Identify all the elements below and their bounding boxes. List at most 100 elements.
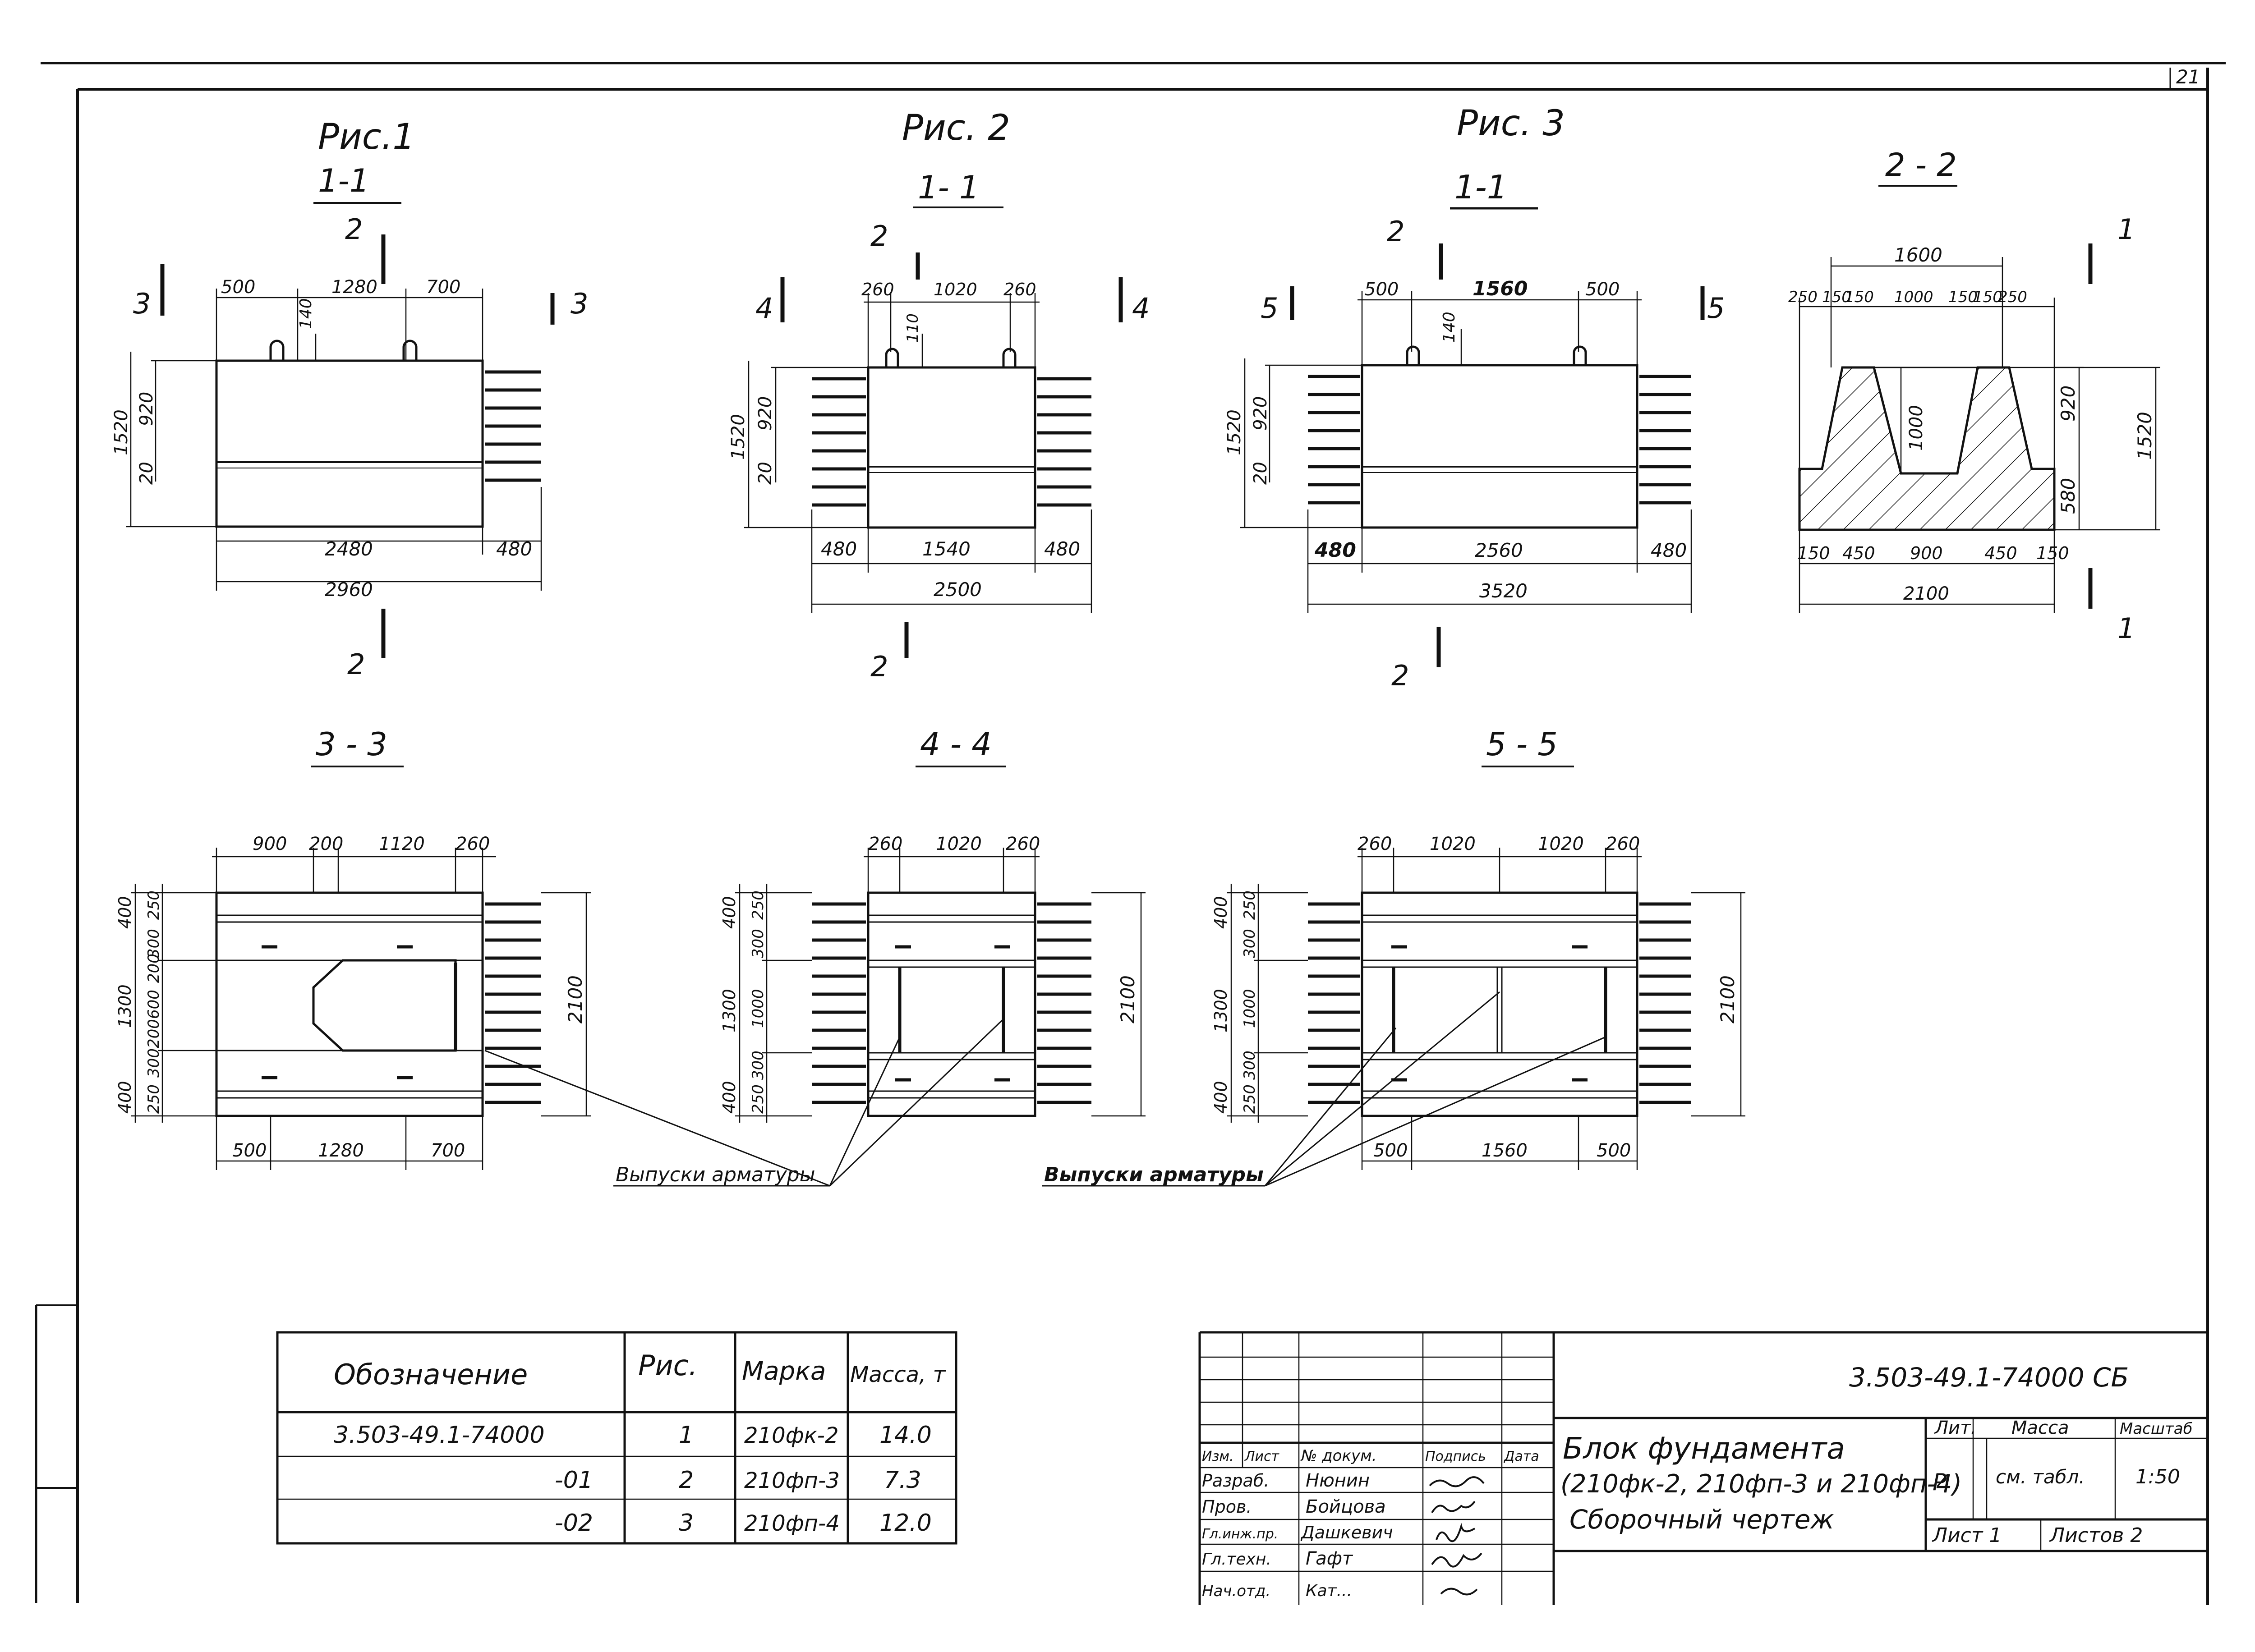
fig2-cut-2-bottom: 2: [870, 650, 888, 683]
spec-row-2-mark: 210фп-4: [744, 1511, 840, 1536]
fig1-cut-3-right: 3: [571, 287, 588, 320]
fig1-dim-top-2: 700: [426, 277, 460, 298]
fig2-dim-height: 1520: [728, 414, 749, 460]
plan44-left-0: 400: [719, 896, 739, 929]
tb-title-3: Сборочный чертеж: [1569, 1504, 1834, 1535]
fig2-cut-2-top: 2: [870, 220, 888, 252]
spec-row-2-fig: 3: [679, 1510, 694, 1537]
tb-scale-header: Масштаб: [2120, 1420, 2193, 1438]
fig2-dim-anchor: 110: [904, 313, 922, 343]
section-2-2: 2 - 2 1600 250 150 150 1000 150 150 250: [1788, 147, 2160, 645]
plan33-left-5: 600: [145, 990, 163, 1019]
tb-title-1: Блок фундамента: [1563, 1431, 1845, 1466]
spec-row-1-fig: 2: [679, 1467, 694, 1494]
plan33-bottom-1: 1280: [318, 1140, 364, 1161]
fig1-dim-top-0: 500: [221, 277, 255, 298]
sec22-dim-top: 1600: [1894, 244, 1942, 266]
plan44-left-7: 400: [719, 1081, 739, 1114]
tb-name-4: Кат...: [1306, 1582, 1352, 1600]
tb-lit-header: Лит.: [1934, 1418, 1976, 1438]
sec22-dim-bottom-4: 150: [2036, 543, 2069, 563]
tb-name-1: Бойцова: [1306, 1496, 1386, 1517]
fig3-dim-anchor: 140: [1440, 312, 1459, 343]
plan33-left-1: 250: [145, 890, 163, 920]
tb-scale-value: 1:50: [2135, 1465, 2180, 1488]
plan33-left-2: 300: [145, 929, 163, 958]
fig1-dim-bottom-0: 2480: [325, 538, 373, 560]
fig3-dim-bottom-1: 2560: [1475, 539, 1523, 561]
plan55-top-1: 1020: [1430, 834, 1476, 854]
fig1-cut-2-top: 2: [345, 213, 363, 246]
plan44-top-1: 1020: [936, 834, 982, 854]
fig3-dim-20: 20: [1250, 462, 1271, 485]
spec-row-0-mass: 14.0: [879, 1422, 932, 1449]
fig1-caption: Рис.1: [318, 117, 415, 157]
sheet-frame: [35, 62, 2226, 1605]
sec22-dim-row-0: 250: [1788, 288, 1818, 306]
fig3-dim-bottom-2: 480: [1651, 539, 1687, 561]
tb-title-2: (210фк-2, 210фп-3 и 210фп-4): [1560, 1469, 1962, 1499]
fig3-dim-920: 920: [1250, 396, 1271, 431]
plan44-top-0: 260: [868, 834, 902, 854]
plan44-left-3: 1300: [719, 989, 739, 1032]
fig3-cut-2-top: 2: [1387, 215, 1404, 248]
fig3-dim-bottom-0: 480: [1314, 539, 1356, 562]
fig3-dim-total: 3520: [1479, 580, 1528, 602]
fig3-dim-top-2: 500: [1585, 279, 1620, 300]
fig2-dim-total: 2500: [934, 578, 982, 601]
plan55-top-2: 1020: [1538, 834, 1584, 854]
tb-doc-code: 3.503-49.1-74000 СБ: [1849, 1362, 2129, 1393]
plan33-left-4: 1300: [115, 984, 135, 1028]
plan-4-4: 4 - 4: [719, 726, 1146, 1123]
plan44-left-6: 250: [749, 1084, 767, 1114]
spec-row-0-designation: 3.503-49.1-74000: [334, 1422, 545, 1449]
spec-table: Обозначение Рис. Марка Масса, т 3.503-49…: [276, 1331, 957, 1545]
fig2-dim-top-0: 260: [861, 280, 894, 299]
plan33-bottom-2: 700: [431, 1140, 465, 1161]
fig2-dim-bottom-2: 480: [1044, 538, 1080, 560]
fig2-section-title: 1- 1: [918, 169, 980, 206]
plan55-left-0: 400: [1211, 896, 1231, 929]
plan55-left-7: 400: [1211, 1081, 1231, 1114]
tb-role-0: Разраб.: [1202, 1471, 1269, 1491]
plan44-left-4: 1000: [749, 989, 767, 1028]
plan33-title: 3 - 3: [316, 726, 387, 763]
sec22-cut-1-bottom: 1: [2117, 612, 2135, 645]
plan55-top-3: 260: [1606, 834, 1640, 854]
plan44-top-2: 260: [1006, 834, 1040, 854]
rebar-callout-2: Выпуски арматуры: [1044, 1163, 1264, 1186]
fig2-cut-4-left: 4: [755, 292, 773, 325]
fig2-cut-4-right: 4: [1132, 292, 1150, 325]
fig3-cut-2-bottom: 2: [1391, 659, 1409, 692]
fig1-dim-top-1: 1280: [331, 277, 377, 298]
fig1-dim-bottom-1: 480: [496, 538, 532, 560]
sec22-dim-height: 1520: [2134, 412, 2156, 460]
tb-col-change: Изм.: [1202, 1449, 1234, 1464]
plan55-right: 2100: [1717, 975, 1739, 1023]
fig1-elevation: Рис.1 1-1 500 1280 700 140 1520: [111, 117, 588, 681]
sec22-dim-bottom-2: 900: [1910, 543, 1943, 563]
plan55-left-3: 1300: [1211, 989, 1231, 1032]
sec22-dim-inner: 1000: [1906, 405, 1927, 451]
plan55-left-6: 250: [1241, 1084, 1259, 1114]
fig2-dim-bottom-0: 480: [821, 538, 857, 560]
fig2-elevation: Рис. 2 1- 1 260 102: [728, 108, 1150, 683]
plan33-top-3: 260: [456, 834, 490, 854]
plan33-left-9: 400: [115, 1081, 135, 1114]
title-block: 3.503-49.1-74000 СБ Блок фундамента (210…: [1198, 1331, 2208, 1605]
spec-row-0-mark: 210фк-2: [744, 1423, 839, 1448]
plan44-left-5: 300: [749, 1051, 767, 1080]
sec22-title: 2 - 2: [1885, 147, 1957, 184]
fig2-dim-top-1: 1020: [934, 280, 977, 299]
fig2-dim-bottom-1: 1540: [922, 538, 971, 560]
plan-3-3: 3 - 3: [115, 726, 591, 1170]
sec22-dim-row-1: 150: [1822, 288, 1851, 306]
spec-row-1-mark: 210фп-3: [744, 1468, 840, 1493]
sec22-dim-row-2: 150: [1845, 288, 1874, 306]
spec-row-1-designation: -01: [555, 1467, 593, 1494]
plan33-right: 2100: [564, 975, 586, 1023]
tb-role-4: Нач.отд.: [1202, 1582, 1270, 1600]
plan33-top-0: 900: [253, 834, 287, 854]
plan55-left-2: 300: [1241, 929, 1259, 958]
sec22-dim-bottom-1: 450: [1842, 543, 1875, 563]
